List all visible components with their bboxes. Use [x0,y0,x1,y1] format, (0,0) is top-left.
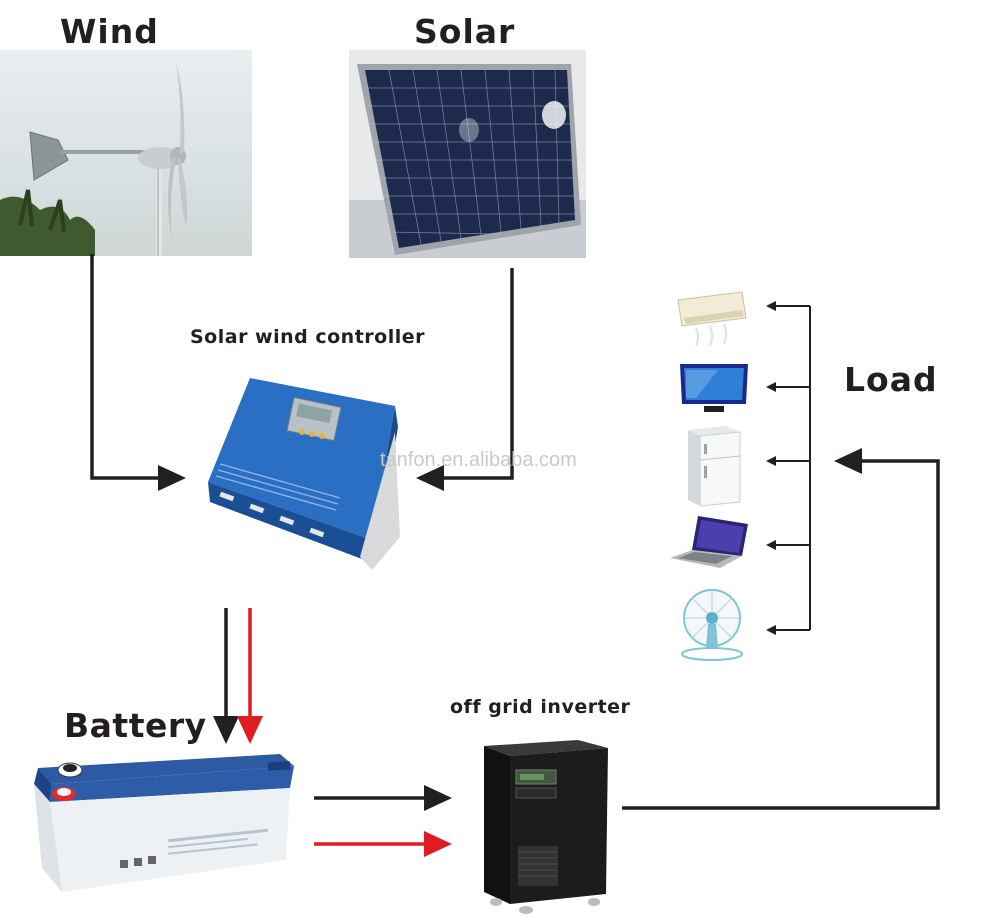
battery-to-inverter-wires [314,785,452,857]
inverter-device [484,740,608,914]
laptop-icon [670,516,748,568]
air-conditioner-icon [677,291,747,347]
television-icon [680,364,748,412]
load-distribution-bus [766,301,811,635]
inverter-label: off grid inverter [450,696,631,718]
controller-to-battery-wires [213,608,263,744]
solar-panel-photo [349,50,586,258]
wind-turbine-photo [0,50,252,256]
battery-device [34,754,294,892]
load-label: Load [844,360,938,399]
watermark-text: tanfon.en.alibaba.com [380,449,577,471]
fan-icon [681,589,743,661]
solar-to-controller-wire [416,268,514,491]
controller-label: Solar wind controller [190,326,425,348]
wind-to-controller-wire [90,254,186,491]
wind-label: Wind [60,12,159,51]
inverter-to-load-wire [622,448,940,810]
refrigerator-icon [688,426,741,507]
controller-device [208,378,400,570]
battery-label: Battery [64,706,207,745]
solar-label: Solar [414,12,516,51]
